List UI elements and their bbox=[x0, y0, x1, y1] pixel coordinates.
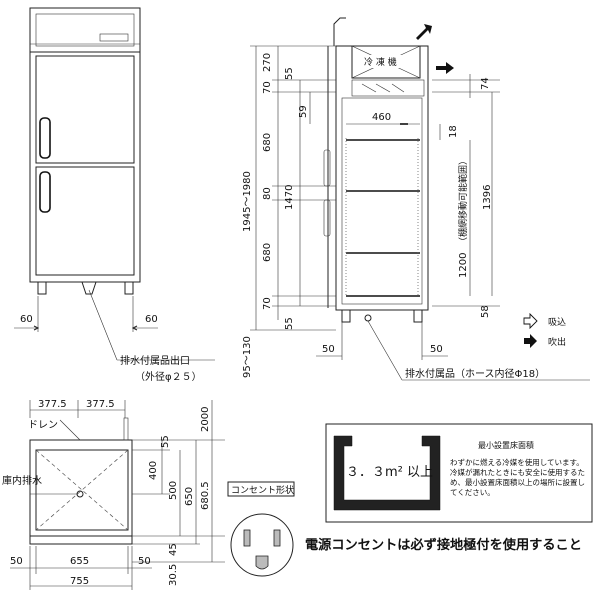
front-right-leg-dim: 60 bbox=[145, 314, 158, 325]
floor-area-title: 最小設置床面積 bbox=[478, 440, 534, 450]
side-bottom-right-dim: 50 bbox=[430, 344, 443, 355]
dim-680-top: 680 bbox=[262, 133, 273, 152]
ground-notice: 電源コンセントは必ず接地極付を使用すること bbox=[305, 538, 582, 553]
control-panel-icon bbox=[99, 33, 129, 42]
dim-650: 650 bbox=[184, 487, 195, 506]
unit-label: 冷 凍 機 bbox=[364, 56, 397, 68]
dim-70-top: 70 bbox=[262, 81, 273, 94]
dim-2000: 2000 bbox=[200, 407, 211, 432]
plan-top-left-dim: 377.5 bbox=[38, 399, 67, 410]
shelf-width-dim: 460 bbox=[372, 112, 391, 123]
legend-intake: 吸込 bbox=[548, 317, 566, 328]
dim-45: 45 bbox=[168, 543, 179, 556]
dim-270: 270 bbox=[262, 53, 273, 72]
outlet-icon bbox=[230, 513, 294, 577]
dim-58: 58 bbox=[480, 305, 491, 318]
dim-80: 80 bbox=[262, 187, 273, 200]
dim-1396: 1396 bbox=[482, 185, 493, 210]
bottom-range-dim: 95～130 bbox=[242, 336, 253, 378]
door-handle-icon bbox=[39, 117, 51, 159]
floor-area-box: 最小設置床面積 ３．３m² 以上 bbox=[325, 423, 593, 523]
dim-30-5: 30.5 bbox=[168, 564, 179, 586]
side-drain-label: 排水付属品（ホース内径Φ18） bbox=[405, 367, 545, 380]
floor-area-value: ３．３m² 以上 bbox=[346, 465, 433, 480]
front-left-leg-dim: 60 bbox=[20, 314, 33, 325]
dim-55-bottom: 55 bbox=[284, 317, 295, 330]
plan-inner-drain-label: 庫内排水 bbox=[2, 474, 42, 487]
plan-drain-label: ドレン bbox=[28, 420, 58, 431]
inner-height-dim: 1470 bbox=[284, 185, 295, 210]
floor-area-note: わずかに燃える冷媒を使用しています。冷媒が漏れたときにも安全に使用するため、最小… bbox=[450, 458, 585, 497]
dim-680-5: 680.5 bbox=[200, 481, 211, 510]
plan-view: 377.5 377.5 ドレン 庫内排水 55 400 500 650 680.… bbox=[2, 399, 225, 590]
plan-top-right-dim: 377.5 bbox=[86, 399, 115, 410]
dim-500: 500 bbox=[168, 481, 179, 500]
exhaust-arrow-icon bbox=[524, 334, 537, 348]
front-drain-label: 排水付属品出口 bbox=[120, 354, 190, 367]
dim-55-top: 55 bbox=[284, 67, 295, 80]
plan-bottom-center-dim: 655 bbox=[70, 556, 89, 567]
dim-59: 59 bbox=[298, 105, 309, 118]
total-height-dim: 1945～1980 bbox=[242, 171, 253, 232]
dim-1200: 1200 bbox=[458, 253, 469, 278]
side-bottom-left-dim: 50 bbox=[322, 344, 335, 355]
outlet-label: コンセント形状 bbox=[231, 484, 294, 496]
shelf-range-label: （棚網移動可能範囲） bbox=[457, 156, 469, 246]
front-drain-sub: （外径φ２５） bbox=[135, 370, 202, 383]
outlet-shape: コンセント形状 bbox=[227, 481, 295, 577]
exhaust-arrow-icon bbox=[416, 24, 432, 40]
floor-outline-icon bbox=[333, 435, 441, 511]
front-view: 60 60 排水付属品出口 （外径φ２５） bbox=[14, 7, 215, 383]
exhaust-arrow-icon bbox=[436, 62, 454, 74]
dim-680-bottom: 680 bbox=[262, 243, 273, 262]
plan-bottom-total-dim: 755 bbox=[70, 576, 89, 587]
plan-bottom-right-dim: 50 bbox=[138, 556, 151, 567]
intake-arrow-icon bbox=[523, 312, 538, 330]
side-view: 冷 凍 機 270 70 680 bbox=[242, 17, 590, 381]
dim-400: 400 bbox=[148, 461, 159, 480]
dim-55-plan: 55 bbox=[160, 435, 171, 448]
door-handle-icon bbox=[39, 171, 51, 213]
legend: 吸込 吹出 bbox=[523, 312, 566, 348]
dim-70-bottom: 70 bbox=[262, 297, 273, 310]
drain-outlet-icon bbox=[81, 281, 97, 295]
legend-exhaust: 吹出 bbox=[548, 336, 566, 348]
plan-bottom-left-dim: 50 bbox=[10, 556, 23, 567]
dim-18: 18 bbox=[448, 125, 459, 138]
dim-74: 74 bbox=[480, 77, 491, 90]
